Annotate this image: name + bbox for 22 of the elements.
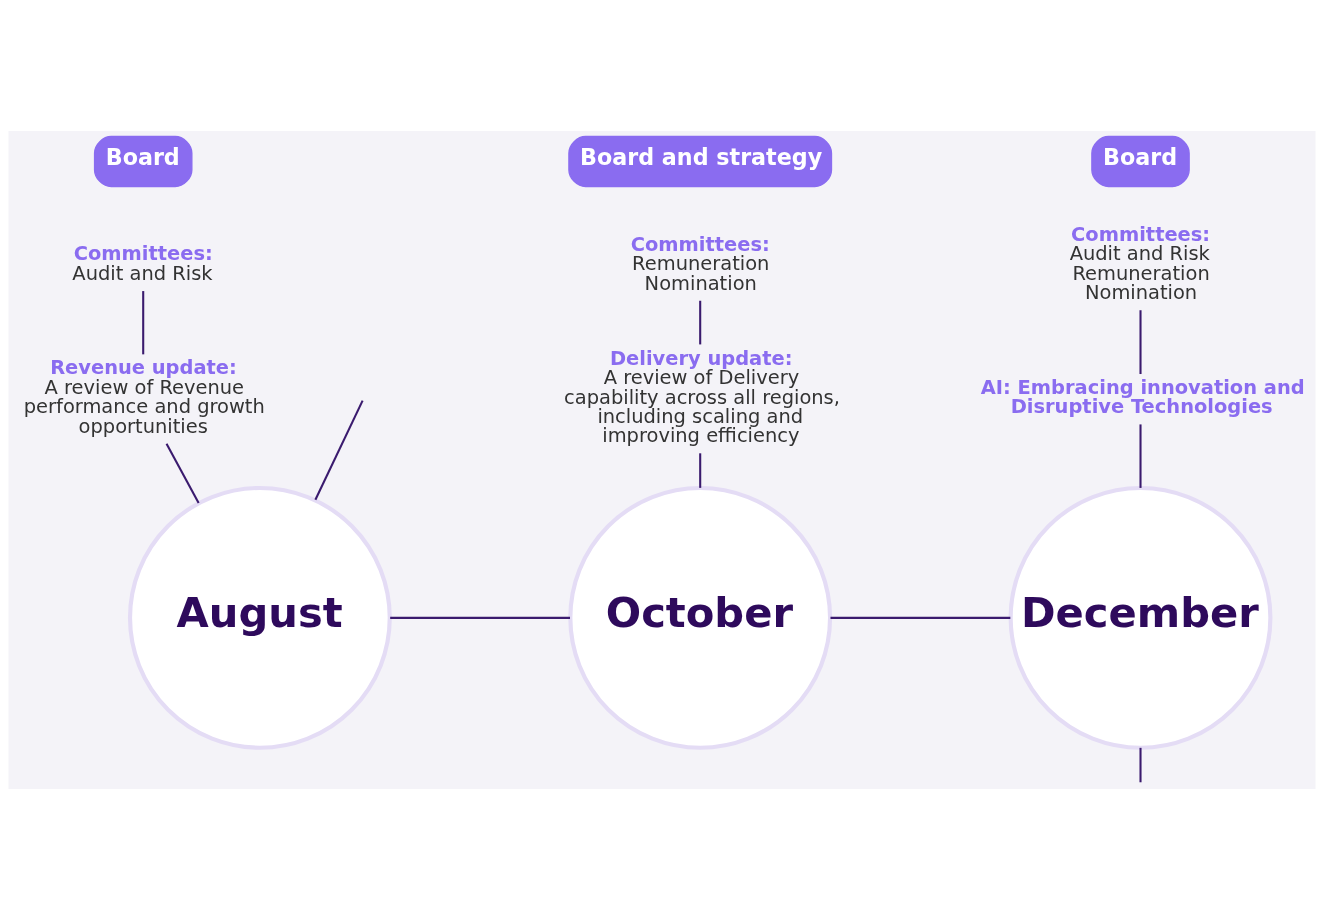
connector (314, 400, 364, 501)
node-circle: December (1008, 485, 1273, 750)
node-circle: October (568, 485, 833, 750)
node-text: Committees: Audit and Risk (72, 242, 213, 285)
node-text: Delivery update: A review of Delivery capability across all regions, including scaling and improving efficiency (564, 346, 840, 448)
connector (1139, 424, 1142, 488)
connector (699, 300, 702, 345)
node-text: Revenue update: A review of Revenue performance and growth opportunities (23, 356, 265, 438)
node-circle: August (127, 485, 392, 750)
connector (165, 443, 200, 504)
connector (830, 616, 1011, 619)
connector (1139, 747, 1142, 783)
connector (699, 453, 702, 488)
node-box: Board (1091, 135, 1190, 188)
node-text: AI: Embracing innovation and Disruptive Technologies (980, 375, 1305, 419)
node-text: Committees: Audit and Risk Remuneration Nomination (1069, 223, 1211, 305)
connector (142, 291, 145, 355)
connector (1139, 310, 1142, 375)
node-box: Board (93, 135, 193, 188)
node-box: Board and strategy (568, 135, 833, 188)
node-text: Committees: Remuneration Nomination (630, 232, 770, 295)
connector (390, 616, 570, 619)
